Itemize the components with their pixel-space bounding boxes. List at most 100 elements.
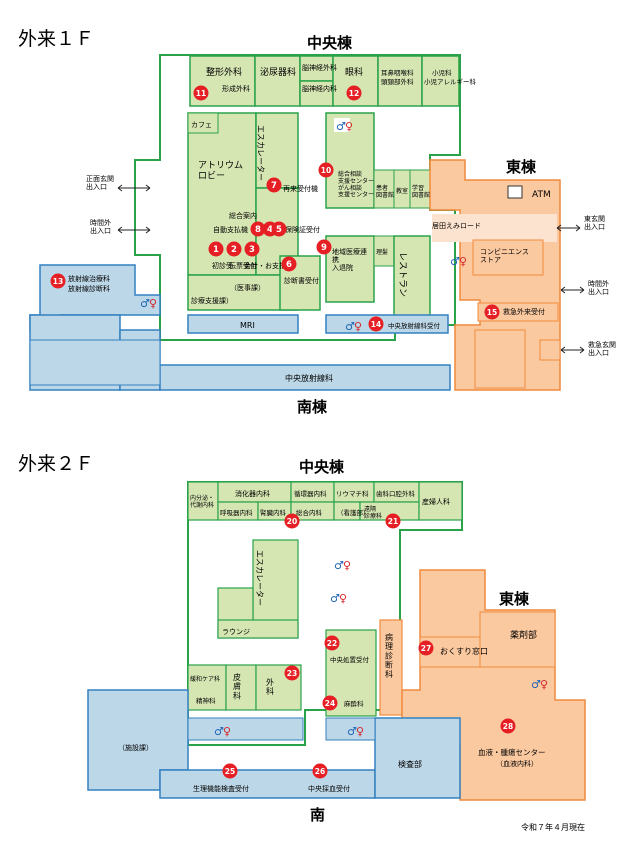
label-revisit-machine: 再来受付機 <box>283 184 318 193</box>
marker-20 <box>284 513 300 529</box>
marker-26 <box>312 763 328 779</box>
room-orthopedics: 整形外科 <box>206 66 242 78</box>
room-psychiatry: 精神科 <box>196 696 216 705</box>
floor2-blue-rooms <box>87 689 461 799</box>
room-consult-center: 総合相談支援センターがん相談支援センター <box>338 170 374 199</box>
label-blood-draw-reception: 中央採血受付 <box>308 784 350 793</box>
room-cafe: カフェ <box>191 121 212 129</box>
restroom-icon: ♂ <box>140 297 150 310</box>
label-er-reception: 救急外来受付 <box>503 307 545 316</box>
room-facilities: （施設課） <box>118 743 153 752</box>
restroom-icon: ♀ <box>356 725 364 738</box>
label-certificate-counter: 診断書受付 <box>284 276 319 285</box>
marker-label-5: 5 <box>276 225 282 235</box>
room-general-internal: 総合内科 <box>296 508 323 517</box>
restroom-icons-2f: ♂ ♀ ♂ ♀ ♂ ♀ ♂ ♀ ♂ ♀ <box>214 559 548 738</box>
restroom-icon: ♂ <box>334 559 344 572</box>
marker-label-21: 21 <box>388 517 398 526</box>
floor1-central-building <box>134 54 461 341</box>
label-er-entrance: 救急玄関出入口 <box>588 340 616 357</box>
label-front-entrance: 正面玄関出入口 <box>86 174 114 191</box>
room-radiation-therapy: 放射線治療科 <box>68 274 110 283</box>
marker-15 <box>484 304 500 320</box>
room-remote-clinic: 遠隔診療科 <box>364 505 382 520</box>
restroom-icon: ♂ <box>345 320 355 333</box>
marker-27 <box>418 640 434 656</box>
marker-label-27: 27 <box>421 644 431 653</box>
room-neurology: 脳神経内科 <box>302 84 337 93</box>
restroom-icon: ♀ <box>354 320 362 333</box>
marker-label-25: 25 <box>225 767 235 776</box>
marker-25 <box>222 763 238 779</box>
marker-label-13: 13 <box>53 277 63 286</box>
marker-label-12: 12 <box>349 89 359 98</box>
marker-label-23: 23 <box>287 669 297 678</box>
arrow-icon <box>117 226 151 234</box>
room-ent: 耳鼻咽喉科 <box>381 68 414 77</box>
marker-label-1: 1 <box>213 245 219 255</box>
label-atm: ATM <box>532 190 551 200</box>
restroom-icon: ♀ <box>345 120 353 133</box>
restroom-icon: ♀ <box>540 678 548 691</box>
floor2-central-building <box>187 481 463 746</box>
marker-24 <box>322 695 338 711</box>
restroom-icon: ♀ <box>223 725 231 738</box>
label-east-entrance: 東玄関出入口 <box>584 214 605 231</box>
floor1-wing-south: 南棟 <box>297 398 328 416</box>
marker-label-20: 20 <box>287 517 297 526</box>
room-hematology-oncology-center: 血液・腫瘍センター <box>478 747 546 757</box>
marker-label-10: 10 <box>321 166 331 175</box>
floor2-wing-south: 南 <box>310 806 325 824</box>
marker-21 <box>385 513 401 529</box>
restroom-icon: ♂ <box>214 725 224 738</box>
label-physiology-reception: 生理機能検査受付 <box>193 784 249 793</box>
floor1-entrances: 正面玄関出入口 時間外出入口 東玄関出入口 時間外出入口 救急玄関出入口 <box>86 174 616 357</box>
room-atrium-lobby: アトリウムロビー <box>198 160 243 181</box>
restroom-icon: ♀ <box>343 559 351 572</box>
floor1-wing-central: 中央棟 <box>307 34 353 52</box>
room-gastroenterology: 消化器内科 <box>235 489 270 498</box>
arrow-icon <box>560 286 585 294</box>
marker-13 <box>50 273 66 289</box>
floor1-title: 外来１Ｆ <box>18 28 94 50</box>
room-regional-liaison: 地域医療連携入退院 <box>332 247 367 272</box>
room-lounge: ラウンジ <box>222 628 250 636</box>
room-central-radiology: 中央放射線科 <box>285 373 333 383</box>
marker-label-14: 14 <box>371 320 381 329</box>
room-study-library: 学習図書館 <box>412 184 430 199</box>
floor2-wing-central: 中央棟 <box>299 458 345 476</box>
arrow-icon <box>560 346 585 354</box>
marker-12 <box>346 85 362 101</box>
label-afterhours-west: 時間外出入口 <box>90 218 111 235</box>
room-ped-allergy: 小児アレルギー科 <box>424 77 477 86</box>
marker-8 <box>250 221 266 237</box>
marker-3 <box>244 241 260 257</box>
label-slip-counter: 伝票受付 <box>229 261 257 270</box>
label-clinical-support: 診療支援課） <box>191 296 233 305</box>
arrow-icon <box>556 224 581 232</box>
marker-label-24: 24 <box>325 699 335 708</box>
marker-14 <box>368 316 384 332</box>
room-restaurant: レストラン <box>397 252 408 297</box>
marker-label-26: 26 <box>315 767 325 776</box>
restroom-icon: ♂ <box>531 678 541 691</box>
marker-2 <box>226 241 242 257</box>
restroom-icons-1f: ♂ ♀ ♂ ♀ ♂ ♀ ♂ ♀ <box>140 118 467 333</box>
atm-icon <box>507 185 523 199</box>
room-laboratory: 検査部 <box>398 759 422 769</box>
room-rheumatology: リウマチ科 <box>336 489 369 498</box>
marker-label-2: 2 <box>231 245 237 255</box>
room-respiratory: 呼吸器内科 <box>220 508 253 517</box>
room-urology: 泌尿器科 <box>260 66 296 78</box>
marker-label-4: 4 <box>267 225 273 235</box>
room-nursing-dept: （看護部） <box>337 508 370 517</box>
marker-label-6: 6 <box>286 260 292 270</box>
marker-label-11: 11 <box>196 89 206 98</box>
label-first-visit: 初診受 <box>212 261 233 270</box>
label-afterhours-east: 時間外出入口 <box>588 279 609 296</box>
marker-9 <box>316 239 332 255</box>
room-dental-oral-surgery: 歯科口腔外科 <box>376 489 416 498</box>
